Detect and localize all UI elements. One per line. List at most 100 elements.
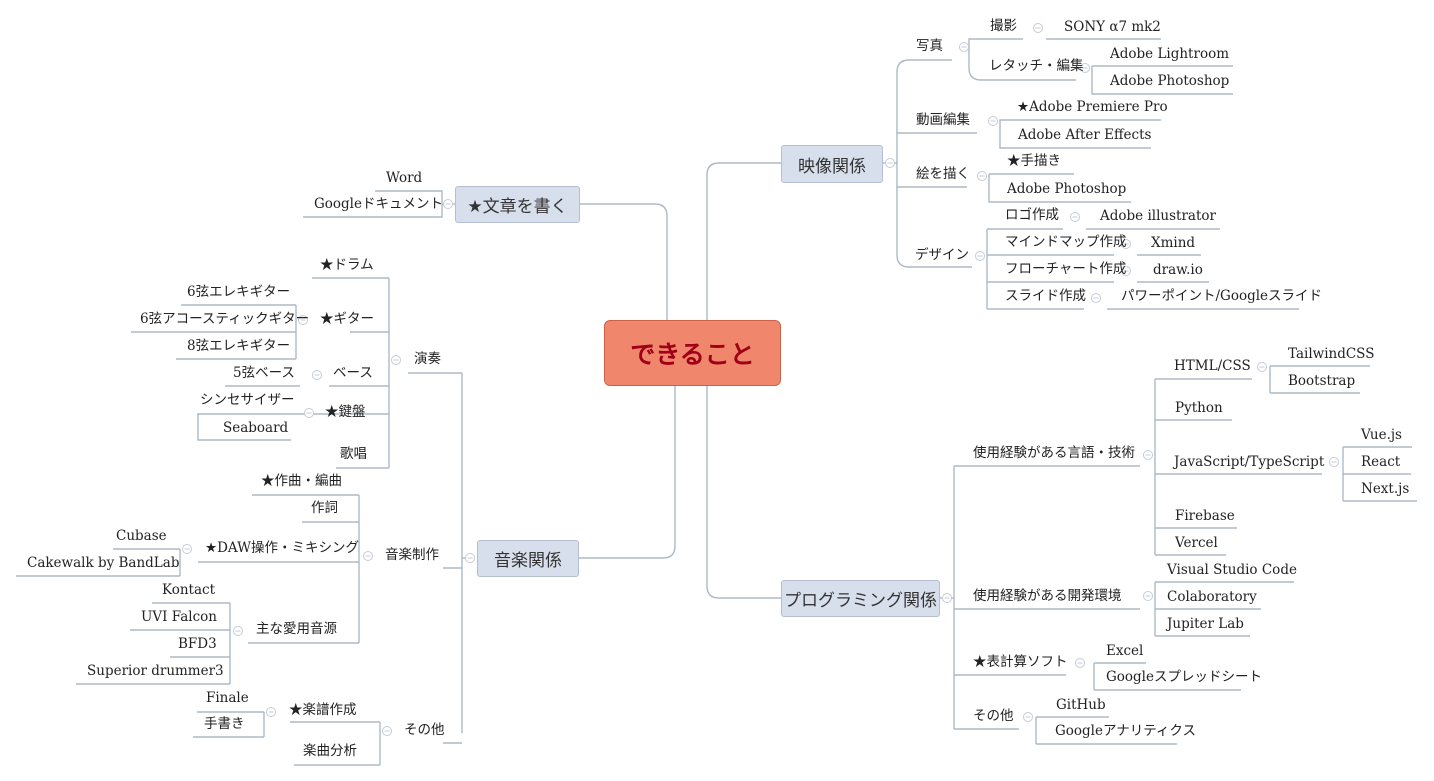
topic-next[interactable]: Next.js [1361, 481, 1410, 497]
minus-circle-icon [1329, 457, 1339, 467]
topic-satsuei[interactable]: 撮影 [990, 18, 1017, 34]
topic-kenban[interactable]: ★鍵盤 [325, 404, 366, 420]
topic-mindmap[interactable]: マインドマップ作成 [1005, 234, 1127, 250]
topic-guitar[interactable]: ★ギター [320, 311, 374, 327]
branch-ongaku[interactable]: 音楽関係 [477, 540, 579, 577]
minus-circle-icon [443, 199, 453, 209]
topic-logo[interactable]: ロゴ作成 [1005, 207, 1059, 223]
topic-github[interactable]: GitHub [1056, 697, 1106, 713]
minus-circle-icon [1143, 450, 1153, 460]
topic-colab[interactable]: Colaboratory [1167, 589, 1257, 605]
minus-circle-icon [1091, 293, 1101, 303]
topic-tegaki[interactable]: ★手描き [1007, 153, 1061, 169]
topic-word[interactable]: Word [386, 170, 423, 186]
topic-powerpoint[interactable]: パワーポイント/Googleスライド [1121, 288, 1323, 304]
minus-circle-icon [363, 551, 373, 561]
topic-seaboard[interactable]: Seaboard [223, 420, 289, 436]
topic-photoshop1[interactable]: Adobe Photoshop [1110, 73, 1230, 89]
topic-drawio[interactable]: draw.io [1153, 262, 1203, 278]
topic-gsheet[interactable]: Googleスプレッドシート [1106, 669, 1262, 685]
minus-circle-icon [304, 408, 314, 418]
topic-python[interactable]: Python [1175, 400, 1223, 416]
branch-programming[interactable]: プログラミング関係 [781, 580, 940, 617]
topic-kontakt[interactable]: Kontact [162, 582, 216, 598]
topic-gdoc[interactable]: Googleドキュメント [314, 196, 443, 212]
topic-bootstrap[interactable]: Bootstrap [1288, 373, 1356, 389]
topic-aftereffects[interactable]: Adobe After Effects [1018, 127, 1152, 143]
topic-tailwind[interactable]: TailwindCSS [1288, 346, 1375, 362]
topic-e[interactable]: 絵を描く [916, 166, 970, 182]
minus-circle-icon [465, 553, 475, 563]
topic-bass5[interactable]: 5弦ベース [233, 365, 295, 381]
topic-premiere[interactable]: ★Adobe Premiere Pro [1017, 99, 1168, 115]
topic-excel[interactable]: Excel [1106, 643, 1144, 659]
minus-circle-icon [391, 355, 401, 365]
topic-drum[interactable]: ★ドラム [320, 257, 374, 273]
topic-vercel[interactable]: Vercel [1175, 535, 1218, 551]
topic-sakkyoku[interactable]: ★作曲・編曲 [261, 473, 342, 489]
topic-bass[interactable]: ベース [333, 365, 373, 381]
topic-uvi[interactable]: UVI Falcon [141, 609, 217, 625]
topic-htmlcss[interactable]: HTML/CSS [1174, 358, 1251, 374]
topic-hyoukeisan[interactable]: ★表計算ソフト [973, 654, 1068, 670]
topic-tegaki-gakufu[interactable]: 手書き [204, 716, 245, 732]
branch-eizou[interactable]: 映像関係 [781, 145, 883, 183]
topic-shashin[interactable]: 写真 [916, 38, 943, 54]
topic-ganalytics[interactable]: Googleアナリティクス [1055, 723, 1197, 739]
topic-ongen[interactable]: 主な愛用音源 [256, 621, 337, 637]
topic-g2[interactable]: 6弦アコースティックギター [140, 311, 310, 327]
minus-circle-icon [1033, 23, 1043, 33]
topic-design[interactable]: デザイン [915, 247, 969, 263]
topic-lightroom[interactable]: Adobe Lightroom [1110, 46, 1229, 62]
topic-vue[interactable]: Vue.js [1361, 427, 1402, 443]
topic-slide[interactable]: スライド作成 [1005, 288, 1086, 304]
topic-camera[interactable]: SONY α7 mk2 [1064, 19, 1161, 35]
topic-firebase[interactable]: Firebase [1175, 508, 1235, 524]
minus-circle-icon [266, 707, 276, 717]
topic-sakushi[interactable]: 作詞 [311, 500, 338, 516]
minus-circle-icon [1080, 63, 1090, 73]
minus-circle-icon [988, 116, 998, 126]
topic-flowchart[interactable]: フローチャート作成 [1005, 261, 1127, 277]
topic-vscode[interactable]: Visual Studio Code [1167, 562, 1297, 578]
topic-kashou[interactable]: 歌唱 [340, 446, 367, 462]
minus-circle-icon [1023, 712, 1033, 722]
topic-ensou[interactable]: 演奏 [414, 351, 441, 367]
topic-gakufu[interactable]: ★楽譜作成 [289, 702, 357, 718]
minus-circle-icon [959, 42, 969, 52]
branch-bunsho[interactable]: ★文章を書く [455, 186, 580, 223]
topic-bunseki[interactable]: 楽曲分析 [303, 743, 357, 759]
topic-jsts[interactable]: JavaScript/TypeScript [1174, 454, 1325, 470]
minus-circle-icon [975, 251, 985, 261]
minus-circle-icon [1257, 362, 1267, 372]
topic-superior[interactable]: Superior drummer3 [87, 663, 224, 679]
topic-photoshop2[interactable]: Adobe Photoshop [1007, 181, 1127, 197]
topic-kankyou[interactable]: 使用経験がある開発環境 [973, 588, 1122, 604]
collapse-icons [182, 23, 1339, 736]
topic-g3[interactable]: 8弦エレキギター [187, 338, 291, 354]
minus-circle-icon [382, 726, 392, 736]
minus-circle-icon [233, 626, 243, 636]
topic-douga[interactable]: 動画編集 [916, 112, 970, 128]
topic-g1[interactable]: 6弦エレキギター [187, 284, 291, 300]
topic-seisaku[interactable]: 音楽制作 [385, 547, 439, 563]
topic-cakewalk[interactable]: Cakewalk by BandLab [27, 555, 180, 571]
topic-sonota-ongaku[interactable]: その他 [404, 722, 445, 738]
central-topic[interactable]: できること [604, 320, 781, 386]
topic-jupyter[interactable]: Jupiter Lab [1167, 616, 1244, 632]
minus-circle-icon [942, 593, 952, 603]
topic-finale[interactable]: Finale [206, 690, 249, 706]
minus-circle-icon [1121, 266, 1131, 276]
topic-cubase[interactable]: Cubase [116, 528, 167, 544]
topic-illustrator[interactable]: Adobe illustrator [1100, 208, 1216, 224]
topic-daw[interactable]: ★DAW操作・ミキシング [205, 540, 360, 556]
topic-bfd[interactable]: BFD3 [178, 636, 217, 652]
topic-synth[interactable]: シンセサイザー [200, 392, 295, 408]
topic-retouch[interactable]: レタッチ・編集 [989, 58, 1084, 74]
minus-circle-icon [885, 158, 895, 168]
topic-react[interactable]: React [1361, 454, 1401, 470]
topic-sonota-programming[interactable]: その他 [973, 708, 1014, 724]
topic-xmind[interactable]: Xmind [1151, 235, 1196, 251]
topic-gengo[interactable]: 使用経験がある言語・技術 [973, 445, 1135, 461]
minus-circle-icon [1143, 591, 1153, 601]
